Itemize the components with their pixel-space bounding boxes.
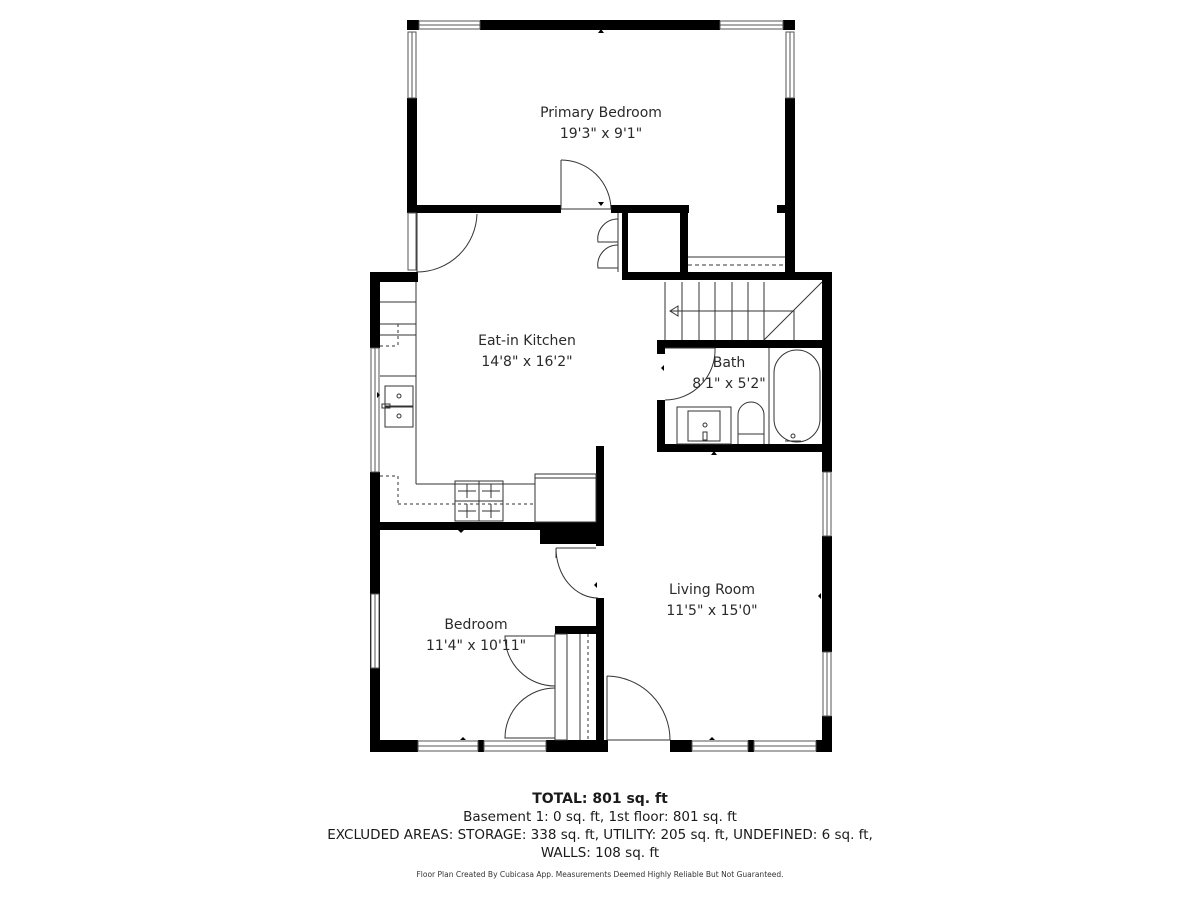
windows <box>370 20 832 752</box>
room-name: Bath <box>712 355 746 371</box>
area-summary: TOTAL: 801 sq. ft Basement 1: 0 sq. ft, … <box>0 790 1200 862</box>
doors <box>416 159 716 741</box>
room-name: Eat-in Kitchen <box>478 333 576 349</box>
excluded-areas: EXCLUDED AREAS: STORAGE: 338 sq. ft, UTI… <box>327 827 873 843</box>
room-primary-bedroom: Primary Bedroom 19'3" x 9'1" <box>540 103 662 145</box>
measurement-markers <box>377 29 821 740</box>
total-area: TOTAL: 801 sq. ft <box>532 791 668 807</box>
room-dimensions: 11'4" x 10'11" <box>425 638 527 654</box>
room-dimensions: 19'3" x 9'1" <box>559 126 643 142</box>
room-bedroom: Bedroom 11'4" x 10'11" <box>426 615 526 657</box>
room-name: Primary Bedroom <box>540 105 662 121</box>
fixtures <box>380 256 823 741</box>
room-eat-in-kitchen: Eat-in Kitchen 14'8" x 16'2" <box>478 331 576 373</box>
room-dimensions: 8'1" x 5'2" <box>692 376 766 392</box>
credit-disclaimer: Floor Plan Created By Cubicasa App. Meas… <box>416 870 784 879</box>
room-name: Living Room <box>669 582 755 598</box>
floor-areas: Basement 1: 0 sq. ft, 1st floor: 801 sq.… <box>463 809 737 825</box>
room-living-room: Living Room 11'5" x 15'0" <box>666 580 757 622</box>
room-dimensions: 11'5" x 15'0" <box>666 603 758 619</box>
room-dimensions: 14'8" x 16'2" <box>481 354 573 370</box>
room-bath: Bath 8'1" x 5'2" <box>692 353 765 395</box>
walls-area: WALLS: 108 sq. ft <box>540 845 660 861</box>
room-name: Bedroom <box>444 617 508 633</box>
